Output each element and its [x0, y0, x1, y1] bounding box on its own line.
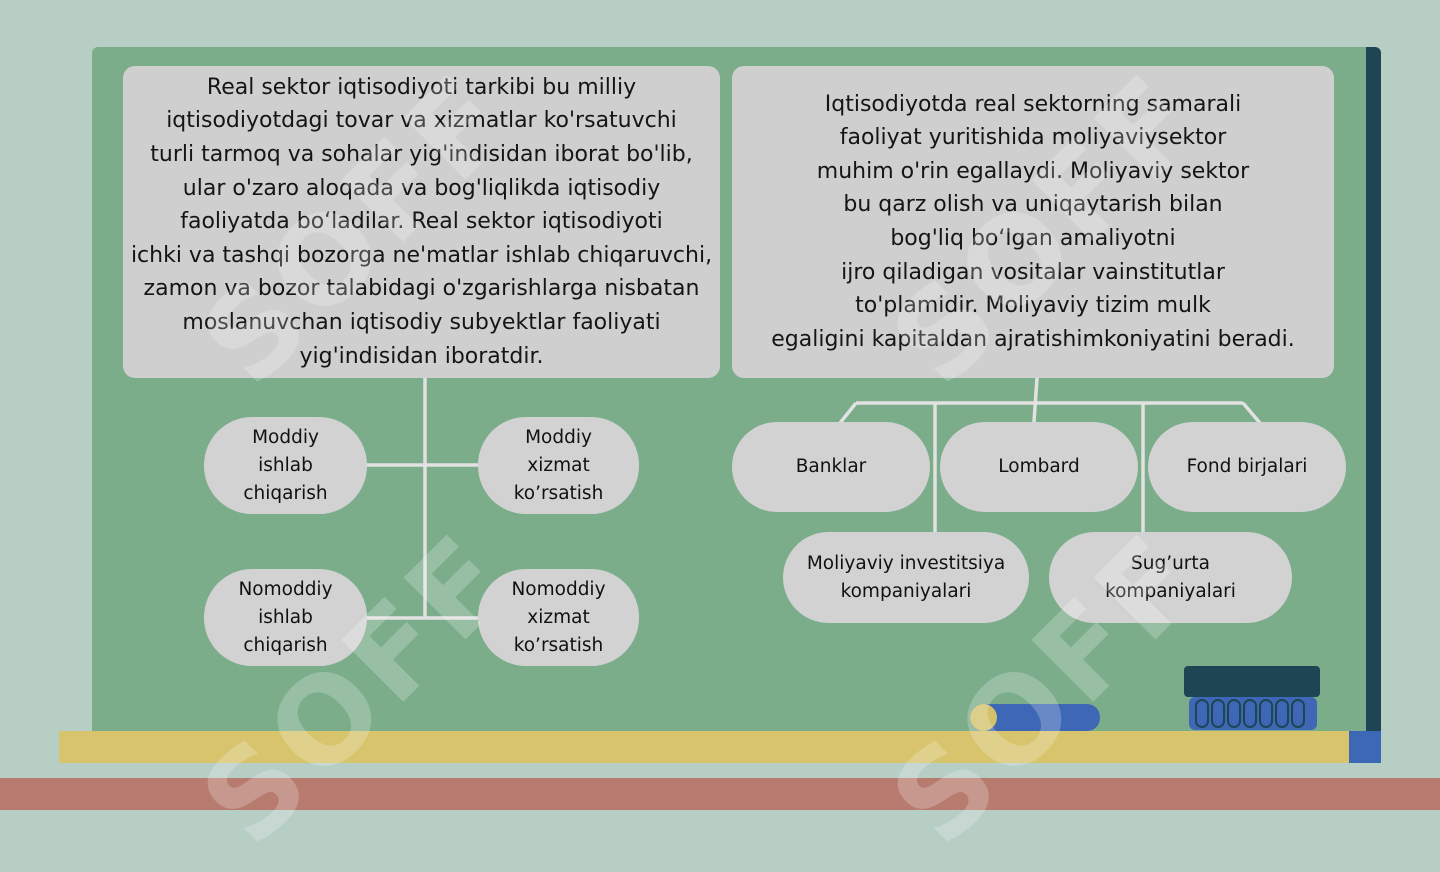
node-moliyaviy-investitsiya-kompaniyalari: Moliyaviy investitsiya kompaniyalari [783, 532, 1029, 623]
node-fond-birjalari: Fond birjalari [1148, 422, 1346, 512]
node-moddiy-xizmat-korsatish: Moddiy xizmat ko’rsatish [478, 417, 639, 514]
left-description-text: Real sektor iqtisodiyoti tarkibi bu mill… [130, 74, 713, 369]
eraser-handle [1184, 666, 1320, 697]
left-description-box: Real sektor iqtisodiyoti tarkibi bu mill… [123, 66, 720, 378]
chalk-tip [970, 704, 997, 731]
chalk-tray-end [1349, 731, 1381, 763]
node-banklar: Banklar [732, 422, 930, 512]
connector-lines [366, 377, 1262, 620]
node-sugurta-kompaniyalari: Sug’urta kompaniyalari [1049, 532, 1292, 623]
right-branch-banklar [838, 401, 858, 425]
node-lombard: Lombard [940, 422, 1138, 512]
chalk-tray [59, 731, 1349, 763]
node-nomoddiy-ishlab-chiqarish: Nomoddiy ishlab chiqarish [204, 569, 367, 666]
eraser-body [1189, 697, 1317, 730]
right-branch-fond [1241, 401, 1262, 425]
node-moddiy-ishlab-chiqarish: Moddiy ishlab chiqarish [204, 417, 367, 514]
right-description-text: Iqtisodiyotda real sektorning samarali f… [771, 91, 1295, 352]
node-nomoddiy-xizmat-korsatish: Nomoddiy xizmat ko’rsatish [478, 569, 639, 666]
right-trunk-line [1032, 377, 1039, 423]
floor-strip [0, 778, 1440, 810]
right-description-box: Iqtisodiyotda real sektorning samarali f… [732, 66, 1334, 378]
